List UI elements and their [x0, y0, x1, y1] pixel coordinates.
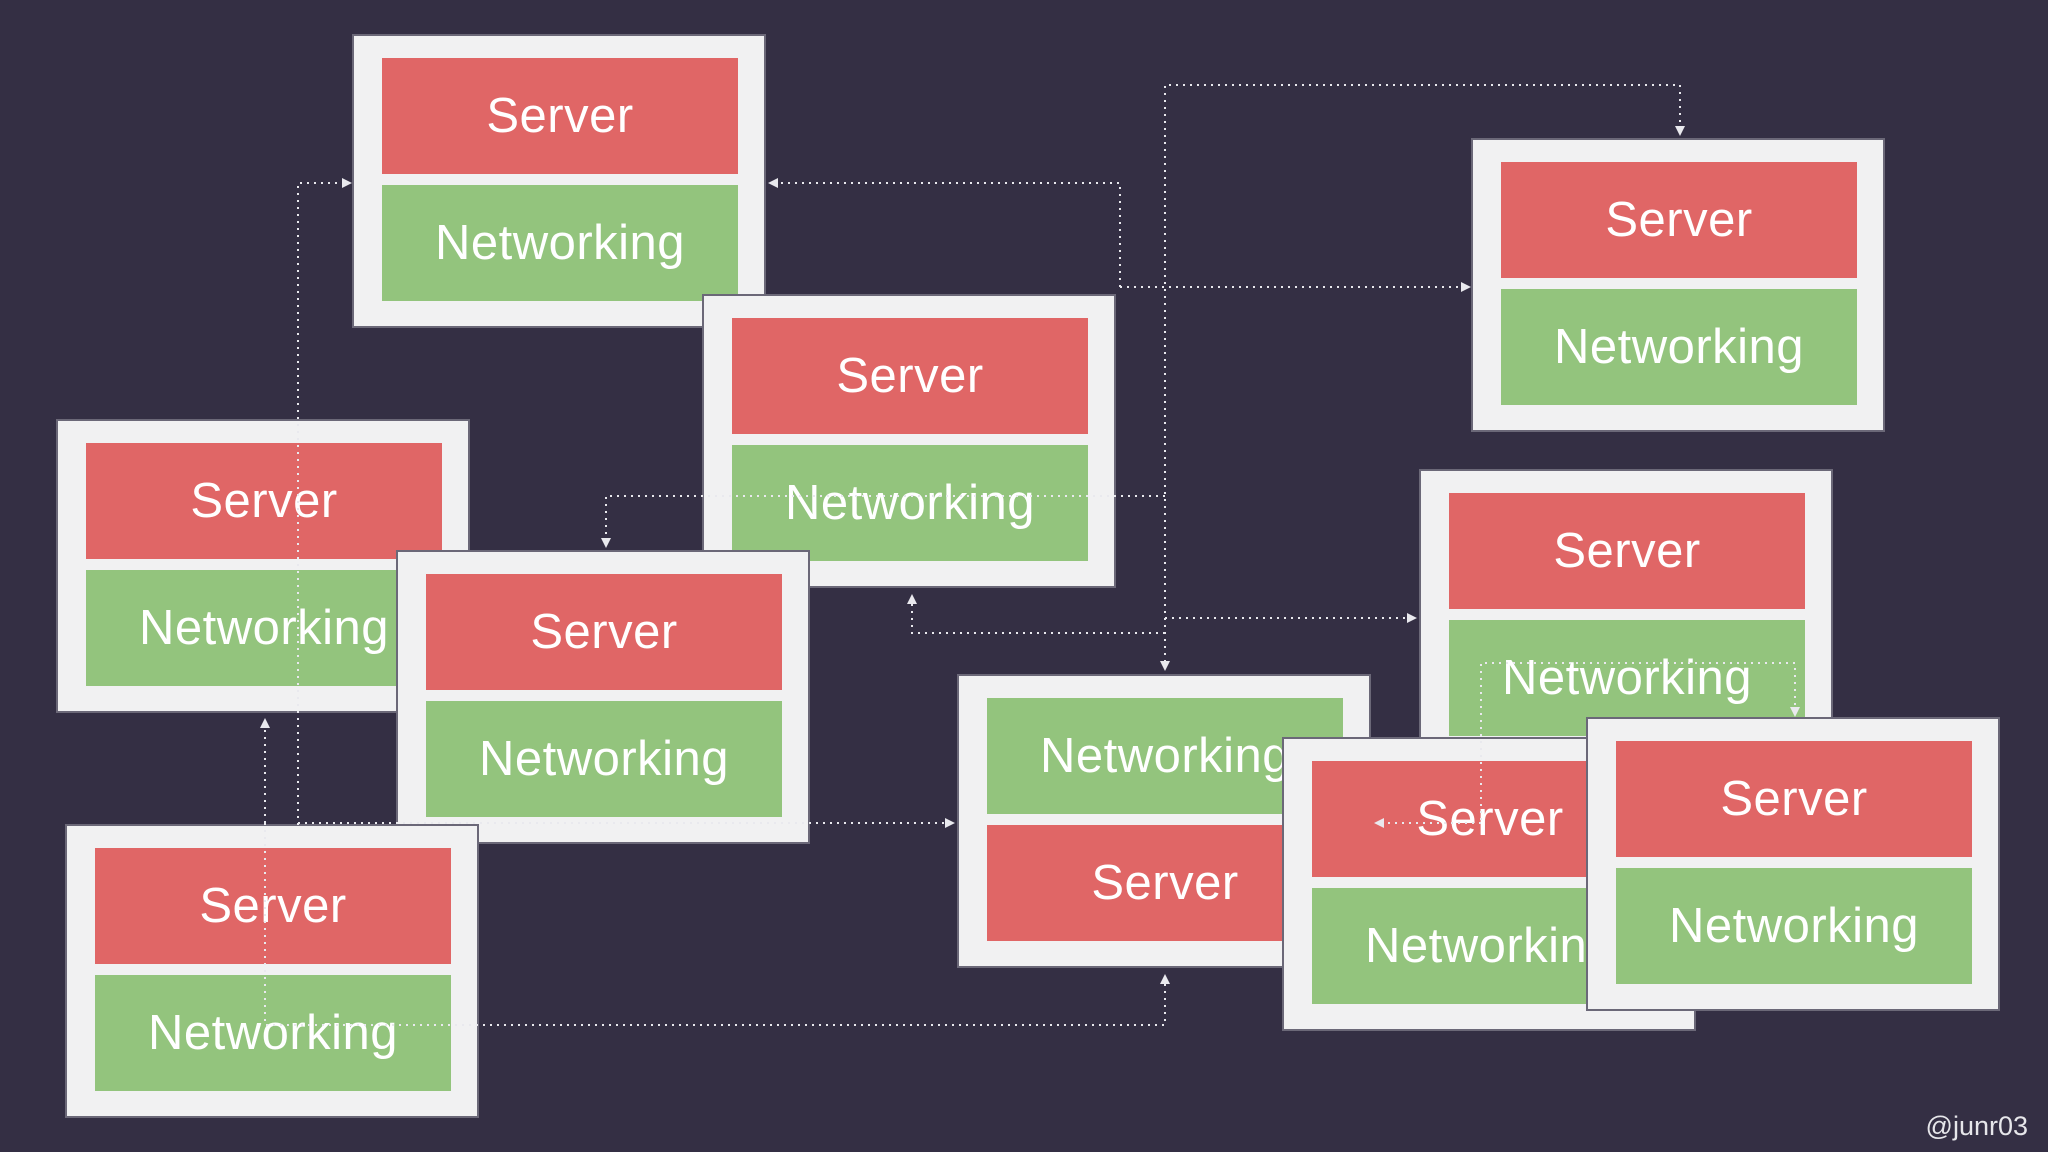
- arrowhead-icon: [907, 594, 917, 604]
- networking-block: Networking: [1501, 289, 1857, 405]
- networking-block: Networking: [95, 975, 451, 1091]
- arrowhead-icon: [342, 178, 352, 188]
- arrowhead-icon: [1461, 282, 1471, 292]
- server-block: Server: [1616, 741, 1972, 857]
- author-watermark: @junr03: [1925, 1111, 2028, 1141]
- networking-block: Networking: [1616, 868, 1972, 984]
- server-block: Server: [426, 574, 782, 690]
- node-card: Server Networking: [56, 419, 470, 713]
- node-card: Server Networking: [1586, 717, 2000, 1011]
- arrowhead-icon: [945, 818, 955, 828]
- arrowhead-icon: [260, 718, 270, 728]
- node-card: Server Networking: [396, 550, 810, 844]
- connector: [770, 182, 1121, 287]
- server-block: Server: [1501, 162, 1857, 278]
- connector: [911, 598, 1165, 634]
- networking-block: Networking: [382, 185, 738, 301]
- arrowhead-icon: [768, 178, 778, 188]
- node-card: Server Networking: [352, 34, 766, 328]
- server-block: Server: [86, 443, 442, 559]
- arrowhead-icon: [601, 538, 611, 548]
- server-block: Server: [732, 318, 1088, 434]
- server-block: Server: [95, 848, 451, 964]
- node-card: Server Networking: [1471, 138, 1885, 432]
- server-block: Server: [1449, 493, 1805, 609]
- networking-block: Networking: [426, 701, 782, 817]
- node-card: Server Networking: [702, 294, 1116, 588]
- node-card: Server Networking: [65, 824, 479, 1118]
- arrowhead-icon: [1160, 661, 1170, 671]
- server-block: Server: [382, 58, 738, 174]
- arrowhead-icon: [1675, 126, 1685, 136]
- networking-block: Networking: [86, 570, 442, 686]
- arrowhead-icon: [1407, 613, 1417, 623]
- networking-block: Networking: [732, 445, 1088, 561]
- arrowhead-icon: [1160, 974, 1170, 984]
